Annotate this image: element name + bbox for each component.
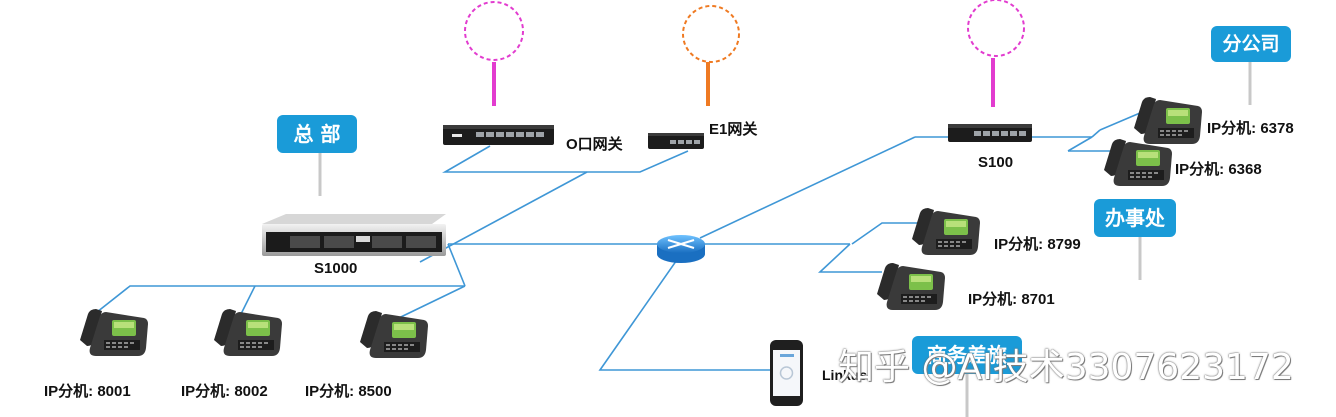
ip-phone-8001-label: IP分机: 8001	[44, 383, 131, 400]
ip-phone-8001-icon	[80, 309, 148, 356]
e1-gateway-label: E1网关	[709, 121, 758, 138]
carrier-cloud-1	[464, 1, 524, 106]
ip-phone-6378-label: IP分机: 6378	[1207, 120, 1294, 137]
ip-phone-8500-icon	[360, 311, 428, 358]
ip-phone-8500-label: IP分机: 8500	[305, 383, 392, 400]
s1000-label: S1000	[314, 260, 358, 277]
badge-field-office: 办事处	[1094, 199, 1176, 237]
ip-phone-6368-icon	[1104, 139, 1172, 186]
watermark-text: 知乎 @AI技术3307623172	[838, 347, 1294, 388]
badge-headquarters: 总 部	[277, 115, 357, 153]
o-port-gateway-label: O口网关	[566, 136, 623, 153]
ip-phone-8002-icon	[214, 309, 282, 356]
smartphone-icon	[770, 340, 803, 406]
ip-phone-6368-label: IP分机: 6368	[1175, 161, 1262, 178]
s100-device	[948, 124, 1032, 142]
s100-label: S100	[978, 154, 1014, 171]
ip-phone-8799-icon	[912, 208, 980, 255]
s1000-server-device	[262, 214, 446, 256]
router-icon	[657, 235, 705, 263]
carrier-cloud-2	[682, 5, 740, 106]
ip-phone-8701-label: IP分机: 8701	[968, 291, 1055, 308]
ip-phone-8799-label: IP分机: 8799	[994, 236, 1081, 253]
e1-gateway-device	[648, 133, 704, 149]
connection-lines	[91, 112, 1141, 371]
carrier-cloud-3	[967, 0, 1025, 107]
ip-phone-8701-icon	[877, 263, 945, 310]
ip-phone-6378-icon	[1134, 97, 1202, 144]
badge-branch-office: 分公司	[1211, 26, 1291, 62]
ip-phone-8002-label: IP分机: 8002	[181, 383, 268, 400]
o-port-gateway-device	[443, 125, 554, 145]
badge-business-travel: 商务差旅	[912, 336, 1022, 374]
linkus-label: Linkus	[822, 367, 868, 383]
